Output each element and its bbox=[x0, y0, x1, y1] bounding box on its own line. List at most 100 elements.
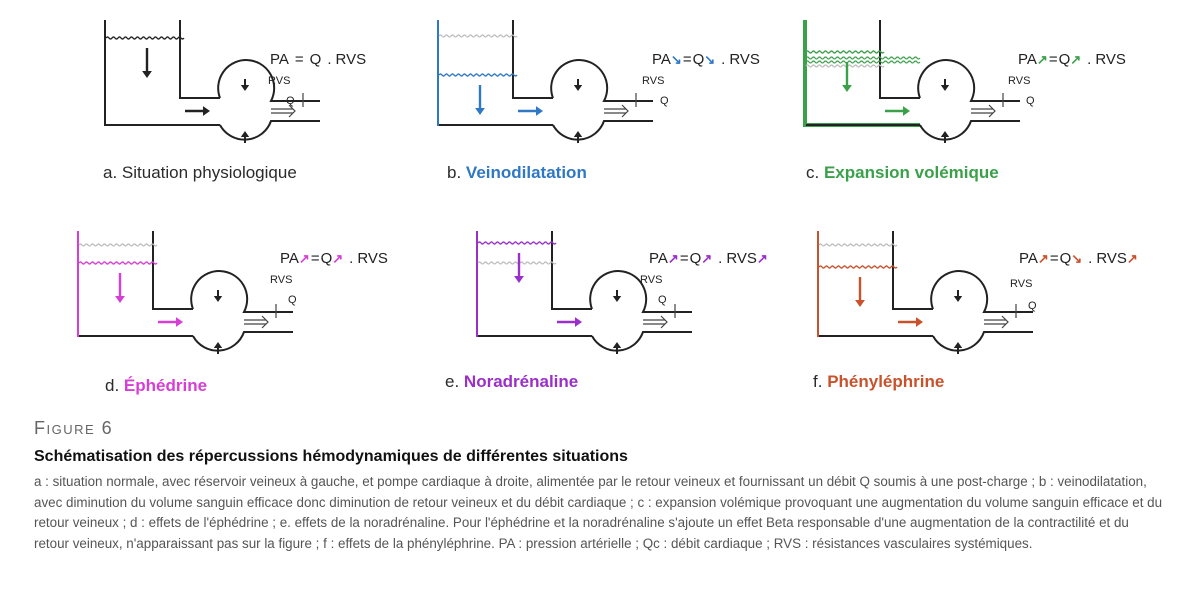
reservoir-pump-diagram bbox=[437, 20, 653, 143]
outflow-arrow-head bbox=[1001, 315, 1009, 329]
rvs-label: RVS bbox=[640, 274, 663, 286]
panel-name: Situation physiologique bbox=[121, 163, 297, 182]
equals-sign: = bbox=[310, 250, 320, 267]
blood-level-wave bbox=[438, 73, 518, 77]
reservoir-wall bbox=[77, 231, 193, 337]
panel-caption-a: a. Situation physiologique bbox=[103, 163, 297, 183]
pump-chamber bbox=[190, 270, 293, 313]
multiply-dot: . bbox=[721, 51, 726, 68]
reservoir-wall bbox=[817, 231, 933, 337]
pump-compression-arrow bbox=[240, 85, 250, 91]
q-formula-label: Q bbox=[692, 51, 705, 68]
panel-letter: b. bbox=[447, 163, 462, 182]
rvs-label: RVS bbox=[1008, 75, 1031, 87]
q-formula-label: Q bbox=[320, 250, 333, 267]
equals-sign: = bbox=[1049, 250, 1059, 267]
q-formula-label: Q bbox=[309, 51, 322, 68]
pump-compression-arrow bbox=[953, 342, 963, 348]
rvs-trend-arrow: ↗ bbox=[756, 251, 768, 266]
diagram-panel-f: PA↗=Q↘.RVS↗ RVS Q bbox=[805, 226, 1138, 386]
equals-sign: = bbox=[679, 250, 689, 267]
q-label: Q bbox=[288, 294, 297, 306]
blood-level-wave bbox=[78, 261, 158, 265]
pump-chamber-lower bbox=[192, 331, 293, 352]
panel-letter: a. bbox=[103, 163, 118, 182]
rvs-formula-label: RVS bbox=[726, 250, 757, 267]
multiply-dot: . bbox=[327, 51, 332, 68]
rvs-formula-label: RVS bbox=[1095, 51, 1126, 68]
q-formula-label: Q bbox=[1058, 51, 1071, 68]
reservoir-pressure-arrowhead bbox=[855, 300, 865, 307]
pump-compression-arrow bbox=[953, 296, 963, 302]
pump-compression-arrow bbox=[240, 131, 250, 137]
outflow-arrow-head bbox=[621, 104, 629, 118]
outflow-arrow-head bbox=[988, 104, 996, 118]
reservoir-pressure-arrowhead bbox=[514, 276, 524, 283]
q-trend-arrow: ↘ bbox=[1071, 251, 1083, 266]
q-trend-arrow: ↘ bbox=[704, 52, 716, 67]
outflow-arrow-head bbox=[288, 104, 296, 118]
pa-trend-arrow: ↗ bbox=[667, 251, 679, 266]
pa-label: PA bbox=[270, 51, 289, 68]
pump-compression-arrow bbox=[612, 296, 622, 302]
previous-level-wave bbox=[438, 34, 518, 38]
outflow-arrow-head bbox=[660, 315, 668, 329]
q-trend-arrow: ↗ bbox=[701, 251, 713, 266]
panel-caption-d: d. Éphédrine bbox=[105, 376, 207, 396]
rvs-label: RVS bbox=[270, 274, 293, 286]
formula: PA↗=Q↘.RVS↗ bbox=[1019, 250, 1138, 267]
panel-letter: f. bbox=[813, 372, 823, 391]
reservoir-pressure-arrowhead bbox=[842, 85, 852, 92]
pa-label: PA bbox=[652, 51, 671, 68]
pump-chamber bbox=[930, 270, 1033, 313]
blood-level-wave bbox=[818, 265, 898, 269]
reservoir-pump-diagram bbox=[77, 231, 293, 354]
pump-chamber-lower bbox=[219, 120, 320, 141]
q-trend-arrow: ↗ bbox=[1070, 52, 1082, 67]
pump-chamber bbox=[550, 59, 653, 102]
panel-letter: d. bbox=[105, 376, 120, 395]
pa-trend-arrow: ↗ bbox=[298, 251, 310, 266]
pump-compression-arrow bbox=[573, 85, 583, 91]
reservoir-pump-diagram bbox=[817, 231, 1033, 354]
reservoir-pressure-arrowhead bbox=[475, 108, 485, 115]
reservoir-pump-diagram bbox=[104, 20, 320, 143]
pa-trend-arrow: ↘ bbox=[670, 52, 682, 67]
reservoir-right-wall bbox=[152, 231, 193, 310]
reservoir-right-wall bbox=[879, 20, 920, 99]
panel-caption-e: e. Noradrénaline bbox=[445, 372, 578, 392]
rvs-formula-label: RVS bbox=[1096, 250, 1127, 267]
pump-compression-arrow bbox=[940, 85, 950, 91]
reservoir-wall bbox=[104, 20, 220, 126]
previous-level-wave bbox=[805, 64, 885, 68]
reservoir-right-wall bbox=[512, 20, 553, 99]
figure-description: a : situation normale, avec réservoir ve… bbox=[34, 474, 1163, 551]
diagram-panel-d: PA↗=Q↗.RVS RVS Q bbox=[65, 226, 395, 386]
reservoir-wall bbox=[476, 231, 592, 337]
outflow-arrow-head bbox=[261, 315, 269, 329]
pump-chamber-lower bbox=[932, 331, 1033, 352]
equals-sign: = bbox=[294, 51, 304, 68]
blood-level-wave bbox=[477, 241, 557, 245]
pump-chamber bbox=[917, 59, 1020, 102]
q-label: Q bbox=[660, 95, 669, 107]
pump-compression-arrow bbox=[940, 131, 950, 137]
multiply-dot: . bbox=[1088, 250, 1093, 267]
rvs-formula-label: RVS bbox=[729, 51, 760, 68]
expanded-level-wave bbox=[805, 60, 921, 64]
diagram-panel-b: PA↘=Q↘.RVS RVS Q bbox=[420, 15, 760, 175]
panel-caption-b: b. Veinodilatation bbox=[447, 163, 587, 183]
venous-return-arrowhead bbox=[903, 106, 910, 116]
panel-name: Phényléphrine bbox=[827, 372, 945, 391]
rvs-label: RVS bbox=[1010, 278, 1033, 290]
diagram-panel-e: PA↗=Q↗.RVS↗ RVS Q bbox=[435, 226, 768, 386]
q-label: Q bbox=[658, 294, 667, 306]
q-label: Q bbox=[1028, 300, 1037, 312]
q-label: Q bbox=[1026, 95, 1035, 107]
previous-level-wave bbox=[78, 243, 158, 247]
reservoir-pressure-arrowhead bbox=[115, 296, 125, 303]
panel-letter: c. bbox=[806, 163, 820, 182]
panel-caption-f: f. Phényléphrine bbox=[813, 372, 944, 392]
pa-label: PA bbox=[280, 250, 299, 267]
q-label: Q bbox=[286, 95, 295, 107]
